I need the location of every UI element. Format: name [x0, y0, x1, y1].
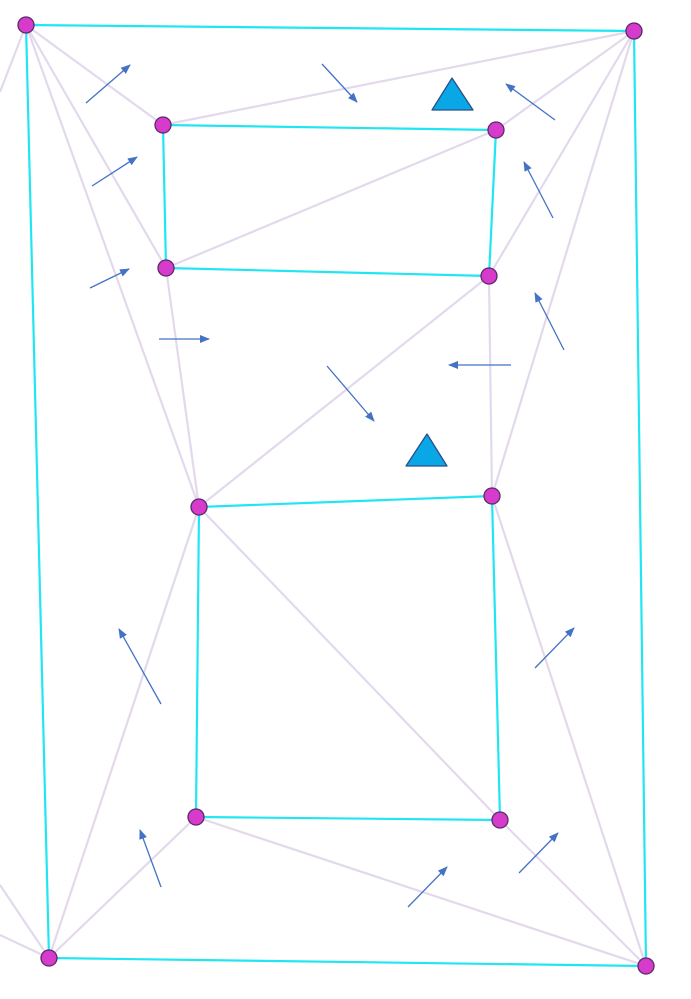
- circle-vertex-icon: [637, 957, 655, 975]
- direction-arrow-icon: [534, 627, 575, 669]
- direction-arrow-icon: [518, 832, 559, 874]
- boundary-edge: [161, 124, 168, 269]
- direction-arrow-icon: [505, 83, 556, 121]
- boundary-edge: [198, 494, 493, 509]
- vertices: [17, 16, 655, 975]
- boundary-edge: [195, 815, 501, 822]
- direction-arrow-icon: [523, 161, 554, 219]
- boundary-edge: [632, 30, 648, 967]
- triangulation-edge: [488, 30, 635, 277]
- triangulation-edge: [25, 24, 164, 126]
- triangle-markers: [405, 77, 474, 467]
- triangulation-edge: [0, 884, 50, 959]
- circle-vertex-icon: [40, 949, 58, 967]
- boundary-edge: [194, 506, 201, 818]
- direction-arrow-icon: [89, 268, 130, 289]
- triangulation-edge: [495, 30, 635, 131]
- boundary-edges: [24, 23, 648, 968]
- triangulation-edge: [0, 934, 50, 959]
- circle-vertex-icon: [154, 116, 172, 134]
- boundary-edge: [490, 495, 502, 821]
- direction-arrow-icon: [407, 866, 448, 908]
- boundary-edge: [162, 123, 497, 132]
- direction-arrow-icon: [139, 829, 162, 888]
- circle-vertex-icon: [487, 121, 505, 139]
- triangulation-edge: [198, 506, 501, 821]
- circle-vertex-icon: [625, 22, 643, 40]
- boundary-edge: [487, 129, 498, 277]
- triangulation-edge: [25, 24, 167, 269]
- boundary-edge: [25, 23, 635, 33]
- direction-arrow-icon: [321, 63, 358, 103]
- direction-arrow-icon: [85, 64, 131, 104]
- triangulation-edge: [490, 30, 636, 497]
- circle-vertex-icon: [190, 498, 208, 516]
- direction-arrows: [85, 63, 575, 908]
- boundary-edge: [48, 956, 647, 968]
- direction-arrow-icon: [326, 365, 375, 422]
- circle-vertex-icon: [17, 16, 35, 34]
- direction-arrow-icon: [91, 156, 138, 187]
- direction-arrow-icon: [534, 292, 565, 351]
- triangulation-edge: [499, 819, 647, 967]
- triangulation-edge: [162, 29, 635, 127]
- triangulation-edge: [487, 275, 494, 497]
- triangulation-edge: [490, 495, 648, 967]
- circle-vertex-icon: [157, 259, 175, 277]
- circle-vertex-icon: [480, 267, 498, 285]
- direction-arrow-icon: [118, 628, 162, 705]
- circle-vertex-icon: [483, 487, 501, 505]
- boundary-edge: [24, 24, 51, 959]
- triangulation-edges: [0, 24, 648, 968]
- triangulation-edge: [47, 506, 201, 959]
- triangulation-edge: [198, 275, 490, 508]
- triangulation-edge: [24, 24, 201, 508]
- triangulation-edge: [165, 128, 497, 270]
- circle-vertex-icon: [187, 808, 205, 826]
- circle-vertex-icon: [491, 811, 509, 829]
- triangulation-edge: [48, 816, 197, 959]
- boundary-edge: [165, 266, 490, 278]
- triangle-marker-icon: [431, 77, 474, 111]
- triangulation-edge: [0, 24, 28, 93]
- triangulation-edge: [164, 267, 201, 508]
- triangle-marker-icon: [405, 433, 448, 467]
- triangulation-edge: [195, 815, 647, 968]
